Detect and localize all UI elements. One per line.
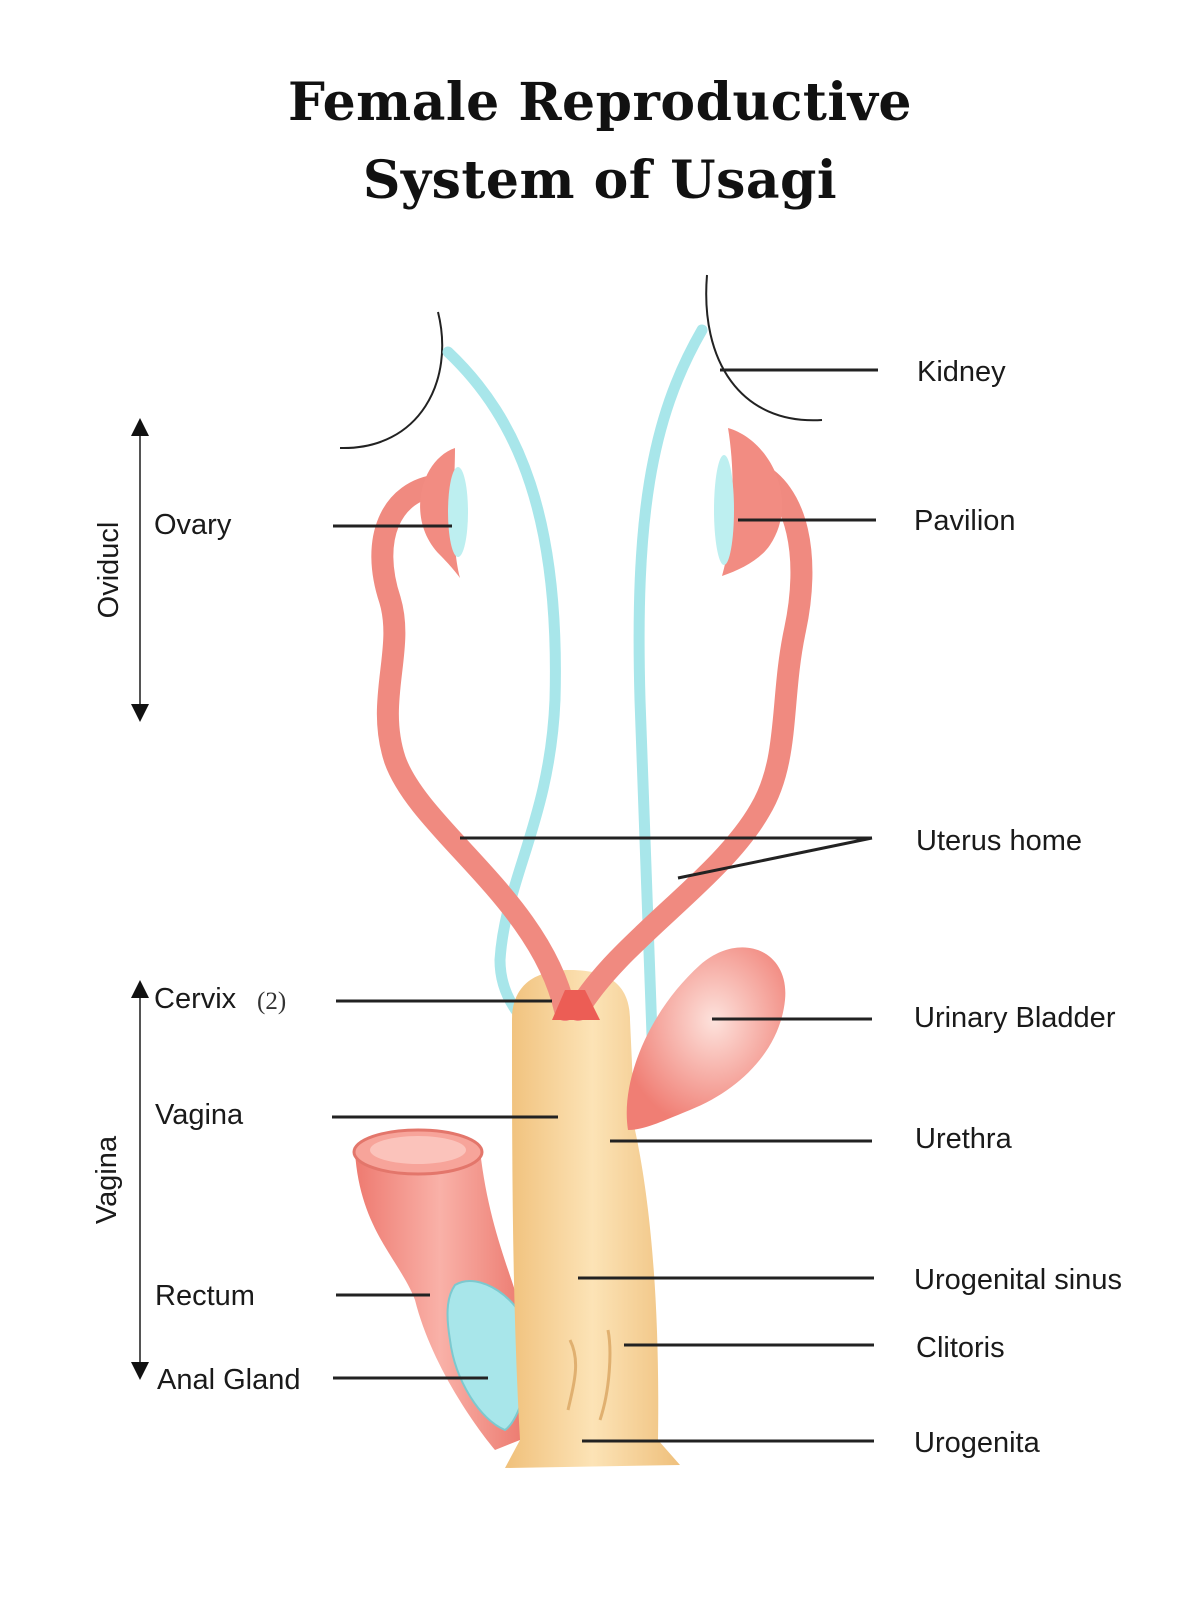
pavilion-right <box>722 428 783 576</box>
uterus-horn-right <box>567 459 813 1021</box>
pavilion-right-cyan <box>714 455 734 565</box>
label-rectum: Rectum <box>155 1280 255 1312</box>
label-vagina: Vagina <box>155 1099 244 1131</box>
label-ovary: Ovary <box>154 509 232 541</box>
oviduct-bracket <box>131 418 149 722</box>
label-urinary-bladder: Urinary Bladder <box>914 1002 1116 1034</box>
label-cervix: Cervix <box>154 983 237 1015</box>
label-urogenita: Urogenita <box>914 1427 1041 1459</box>
title-line-1: Female Reproductive <box>288 72 912 133</box>
label-cervix-note: (2) <box>257 988 286 1015</box>
label-uterus: Uterus home <box>916 825 1082 857</box>
ureter-right <box>633 324 708 1041</box>
label-urogenital-sinus: Urogenital sinus <box>914 1264 1122 1296</box>
label-kidney: Kidney <box>917 356 1006 388</box>
urinary-bladder <box>626 947 786 1130</box>
label-anal-gland: Anal Gland <box>157 1364 301 1396</box>
rectum-lumen <box>370 1136 466 1164</box>
vagina-bracket-label: Vagina <box>91 1135 123 1224</box>
oviduct-bracket-label: Oviducl <box>93 522 125 619</box>
label-clitoris: Clitoris <box>916 1332 1005 1364</box>
clitoris-folds <box>566 1329 612 1421</box>
ovary-left-cyan <box>448 467 468 557</box>
anal-gland <box>446 1280 531 1432</box>
label-pavilion: Pavilion <box>914 505 1016 537</box>
kidney-left <box>339 311 444 450</box>
leader-lines <box>332 368 878 1443</box>
label-urethra: Urethra <box>915 1123 1013 1155</box>
cervix <box>552 990 600 1020</box>
title-line-2: System of Usagi <box>362 150 838 211</box>
ovary-left <box>420 448 460 578</box>
uterus-horn-left <box>371 474 576 1021</box>
kidney-right <box>705 274 823 422</box>
vagina-bracket <box>131 980 149 1380</box>
